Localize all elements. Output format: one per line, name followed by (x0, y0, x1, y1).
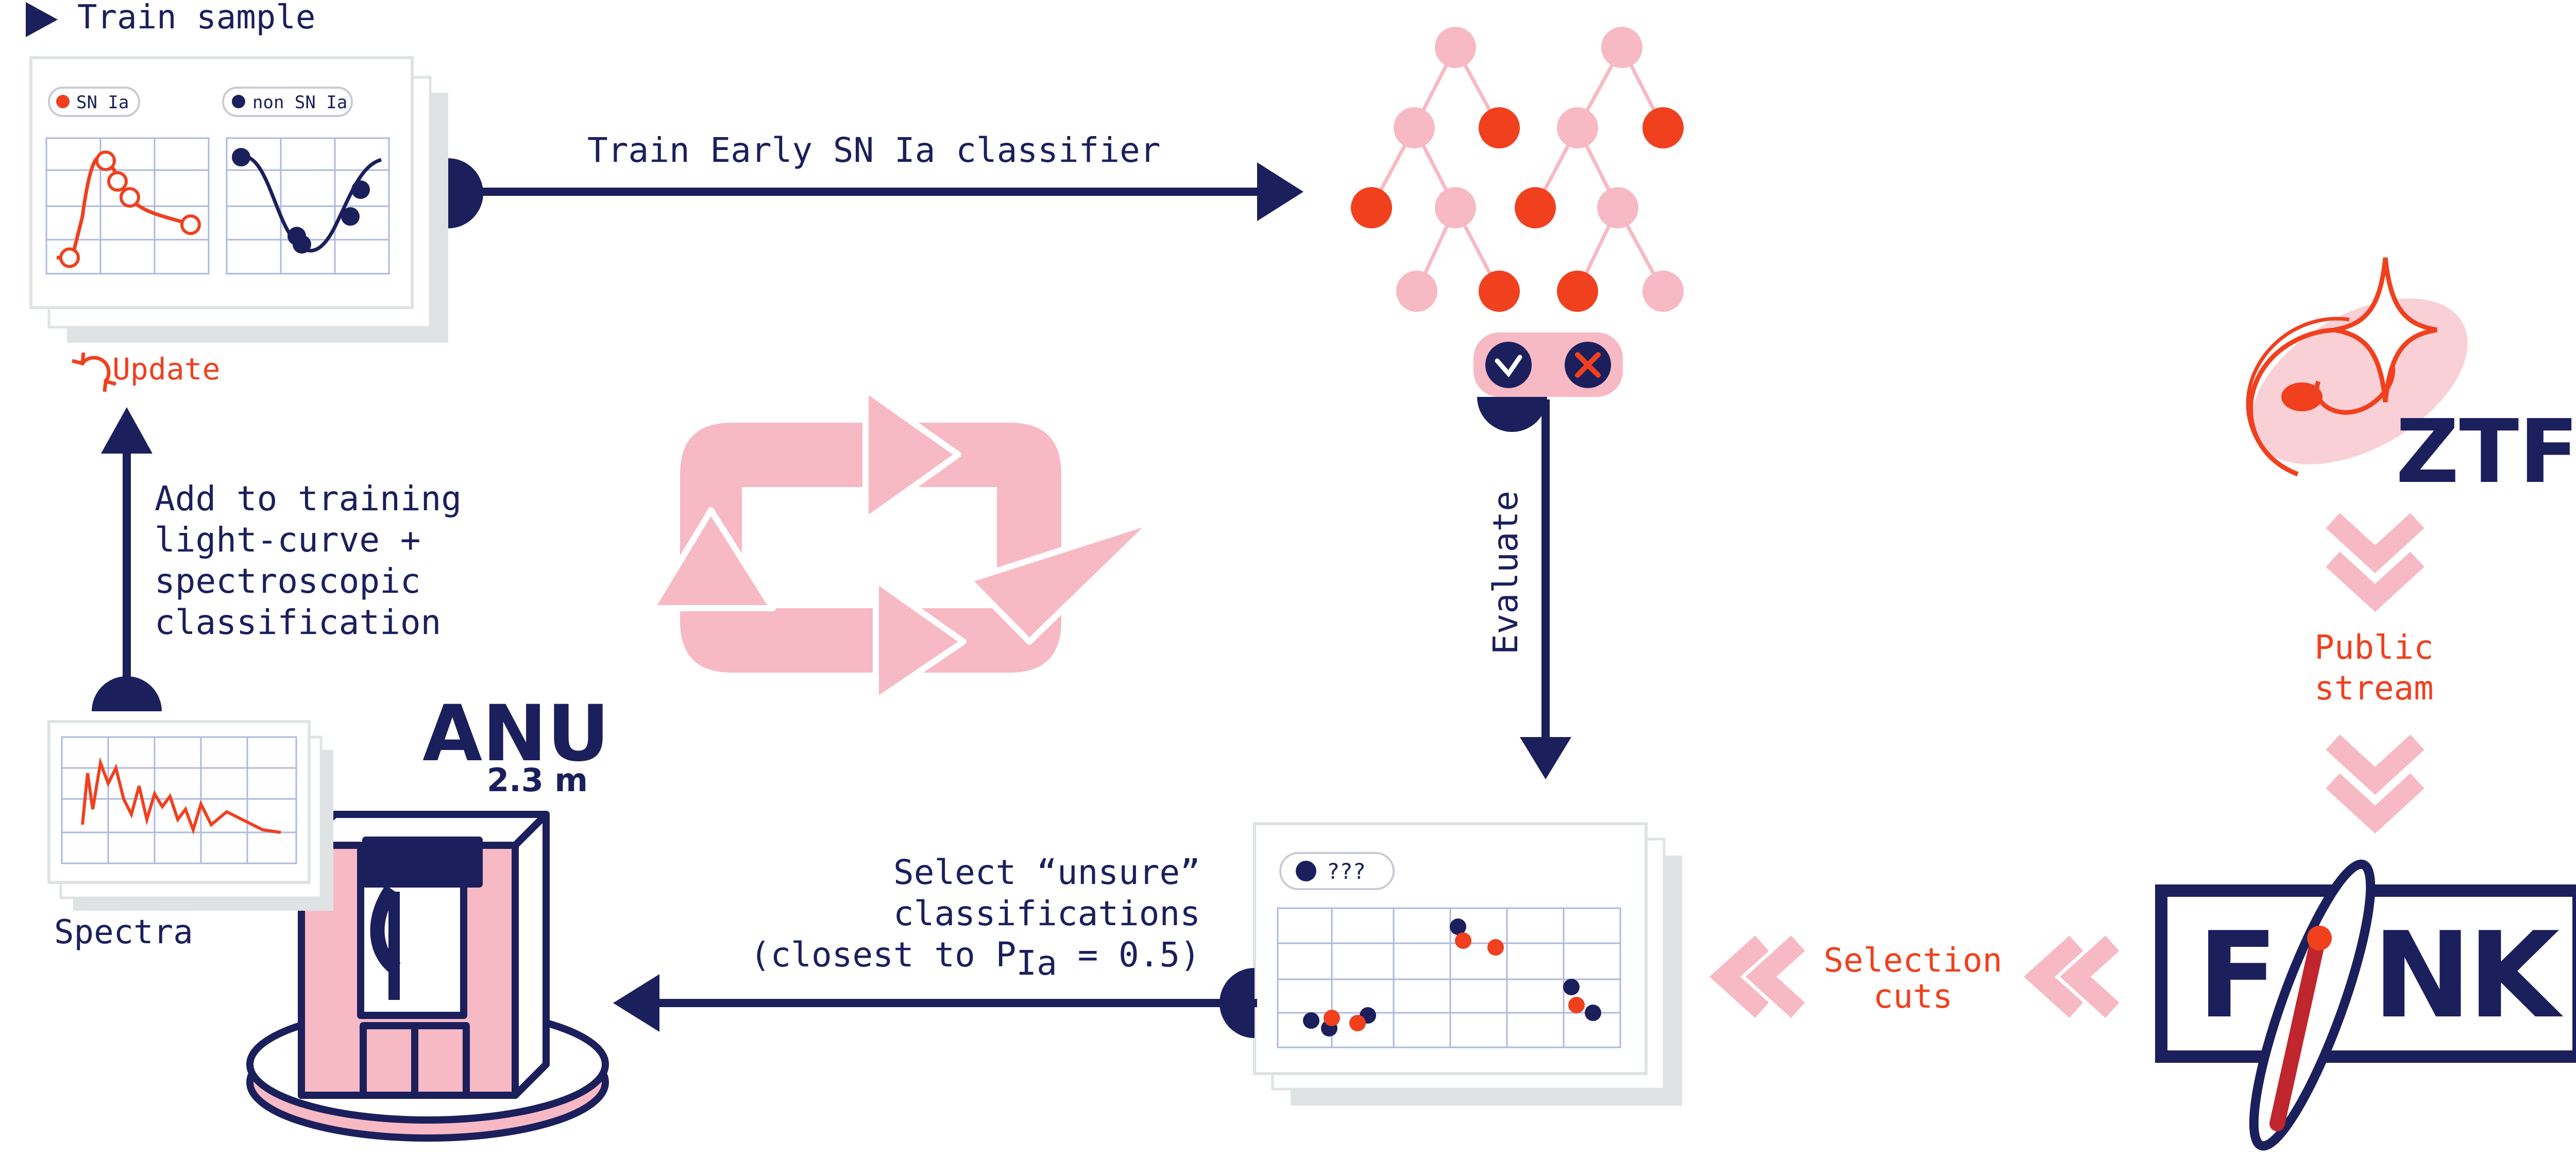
fink-letter-k: K (2468, 907, 2564, 1045)
sn-ia-points (59, 151, 201, 268)
spectra-label: Spectra (54, 913, 193, 951)
ztf-label: ZTF (2396, 401, 2576, 503)
legend-label-unknown: ??? (1327, 859, 1366, 884)
add-training-line2: light-curve + (155, 520, 421, 560)
play-icon (26, 2, 58, 37)
refresh-icon (72, 352, 116, 392)
selection-cuts-line2: cuts (1873, 978, 1953, 1016)
stream-chevrons-bottom (2326, 734, 2425, 834)
select-unsure-line3: (closest to PIa = 0.5) (750, 935, 1200, 983)
add-training-arrow (101, 407, 152, 711)
selection-chevrons-left (1709, 935, 1805, 1018)
anu-label: ANU (422, 689, 609, 779)
spectrum-curve (81, 757, 281, 835)
train-arrow-label: Train Early SN Ia classifier (587, 130, 1161, 170)
selection-cuts-line1: Selection (1824, 942, 2003, 980)
fink-letter-n: N (2372, 907, 2472, 1045)
train-sample-block: Train sample SN Ia non SN Ia (26, 0, 448, 392)
non-ia-light-curve-grid (226, 137, 390, 275)
fink-letter-f: F (2197, 907, 2278, 1045)
sn-ia-curve (57, 155, 191, 260)
check-icon (1485, 342, 1532, 388)
add-training-line3: spectroscopic (155, 561, 421, 601)
add-training-line4: classification (155, 603, 441, 642)
update-label: Update (112, 352, 221, 387)
spectra-block (47, 676, 333, 911)
anu-size-label: 2.3 m (487, 761, 588, 799)
select-unsure-line2: classifications (893, 894, 1200, 933)
evaluate-arrow (1477, 397, 1571, 779)
legend-dot-non (232, 95, 245, 108)
telescope-icon (246, 811, 609, 1142)
add-training-line1: Add to training (155, 479, 462, 519)
sn-ia-light-curve-grid (45, 137, 210, 275)
galaxy-icon (2246, 257, 2468, 477)
select-unsure-line1: Select “unsure” (893, 853, 1200, 892)
legend-pill-ia (48, 87, 140, 117)
public-stream-line1: Public (2314, 629, 2433, 667)
classifier-forest (1351, 27, 1684, 312)
evaluate-label: Evaluate (1486, 491, 1526, 655)
selection-chevrons-right (2024, 935, 2120, 1018)
spectrum-card (47, 720, 311, 884)
stream-chevrons-top (2326, 513, 2425, 612)
non-ia-points (232, 148, 370, 254)
evaluation-output (1473, 332, 1623, 397)
cycle-icon (649, 386, 1157, 704)
legend-pill-non (222, 87, 353, 117)
legend-label-ia: SN Ia (76, 92, 129, 113)
train-arrow (448, 158, 1303, 228)
train-sample-title: Train sample (77, 0, 315, 37)
legend-dot-ia (56, 95, 70, 108)
public-stream-line2: stream (2314, 670, 2433, 708)
select-arrow (613, 968, 1257, 1038)
fink-logo: F N K (2155, 859, 2576, 1151)
unsure-card-block: ??? (1253, 822, 1682, 1106)
legend-label-non: non SN Ia (252, 92, 347, 113)
